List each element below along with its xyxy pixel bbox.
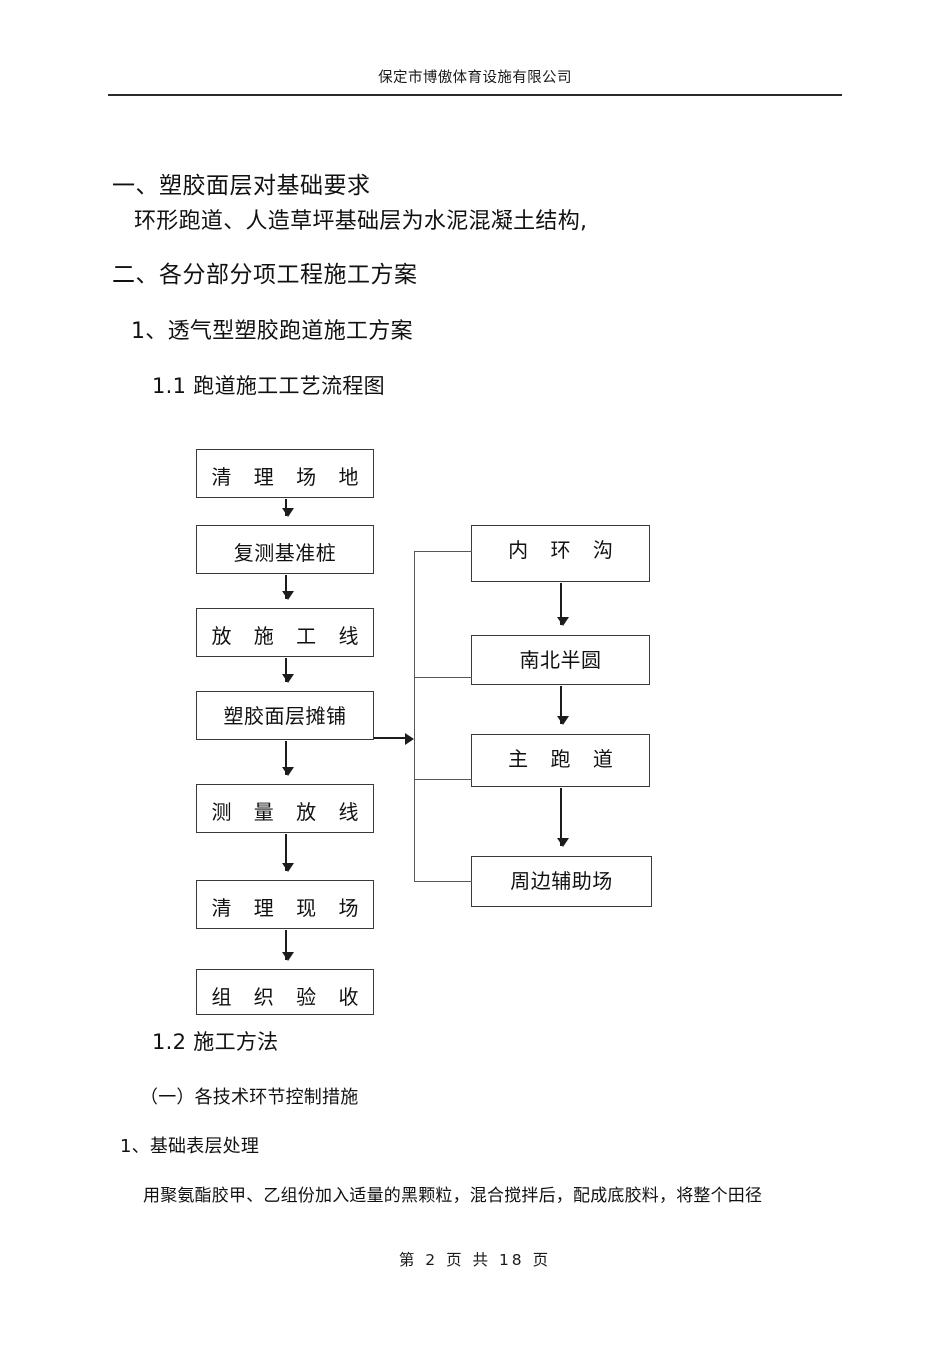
flow-node-label: 清 理 场 地 bbox=[211, 465, 367, 489]
flow-arrow-branch-down-1 bbox=[556, 583, 569, 626]
flow-node-label: 南北半圆 bbox=[519, 648, 602, 672]
heading-sub-1-1: 1.1 跑道施工工艺流程图 bbox=[152, 374, 385, 398]
flow-arrow-down-5 bbox=[281, 834, 294, 872]
heading-item-yi: （一）各技术环节控制措施 bbox=[140, 1087, 359, 1108]
flow-bracket-arm-4 bbox=[414, 881, 472, 882]
heading-sub-1: 1、透气型塑胶跑道施工方案 bbox=[131, 319, 413, 344]
flow-arrow-down-2 bbox=[281, 575, 294, 600]
flow-node-label: 清 理 现 场 bbox=[211, 896, 367, 920]
flow-node-fang-shi-gong-xian[interactable]: 放 施 工 线 bbox=[196, 608, 374, 657]
heading-section-1: 一、塑胶面层对基础要求 bbox=[112, 173, 371, 199]
paragraph-body-1: 用聚氨酯胶甲、乙组份加入适量的黑颗粒，混合搅拌后，配成底胶料，将整个田径 bbox=[143, 1186, 763, 1206]
flow-node-su-jiao-mian-ceng-tan-pu[interactable]: 塑胶面层摊铺 bbox=[196, 691, 374, 740]
flow-arrow-down-3 bbox=[281, 658, 294, 683]
flow-bracket-stem bbox=[414, 551, 415, 881]
paragraph-section-1-line: 环形跑道、人造草坪基础层为水泥混凝土结构, bbox=[134, 209, 588, 234]
heading-item-1: 1、基础表层处理 bbox=[120, 1136, 260, 1157]
flow-node-label: 放 施 工 线 bbox=[211, 624, 367, 648]
flow-node-zhou-bian-fu-zhu-chang[interactable]: 周边辅助场 bbox=[471, 856, 652, 907]
flow-node-label: 内 环 沟 bbox=[508, 538, 621, 562]
flow-arrow-down-4 bbox=[281, 741, 294, 776]
flow-arrow-branch-down-2 bbox=[556, 686, 569, 725]
flow-bracket-arm-2 bbox=[414, 677, 472, 678]
flow-node-label: 周边辅助场 bbox=[510, 869, 613, 893]
flow-arrow-down-1 bbox=[281, 499, 294, 517]
flow-node-zu-zhi-yan-shou[interactable]: 组 织 验 收 bbox=[196, 969, 374, 1015]
flow-arrow-down-6 bbox=[281, 930, 294, 961]
flow-node-zhu-pao-dao[interactable]: 主 跑 道 bbox=[471, 734, 650, 787]
heading-section-2: 二、各分部分项工程施工方案 bbox=[112, 262, 418, 288]
flow-bracket-arm-3 bbox=[414, 779, 472, 780]
flow-node-qing-li-chang-di[interactable]: 清 理 场 地 bbox=[196, 449, 374, 498]
header-divider bbox=[108, 94, 842, 96]
flow-arrow-right-to-bracket bbox=[374, 732, 414, 745]
flow-node-qing-li-xian-chang[interactable]: 清 理 现 场 bbox=[196, 880, 374, 929]
flow-node-label: 主 跑 道 bbox=[508, 747, 621, 771]
heading-sub-1-2: 1.2 施工方法 bbox=[152, 1030, 279, 1054]
flow-node-label: 塑胶面层摊铺 bbox=[223, 704, 347, 728]
flow-node-ce-liang-fang-xian[interactable]: 测 量 放 线 bbox=[196, 784, 374, 833]
flow-node-nei-huan-gou[interactable]: 内 环 沟 bbox=[471, 525, 650, 582]
page-footer: 第 2 页 共 18 页 bbox=[398, 1251, 552, 1269]
flow-node-label: 复测基准桩 bbox=[233, 541, 337, 565]
flow-bracket-arm-1 bbox=[414, 551, 472, 552]
flow-node-label: 组 织 验 收 bbox=[211, 985, 367, 1009]
flow-arrow-branch-down-3 bbox=[556, 788, 569, 847]
flow-node-nan-bei-ban-yuan[interactable]: 南北半圆 bbox=[471, 635, 650, 685]
flow-node-label: 测 量 放 线 bbox=[211, 800, 367, 824]
page-header-company: 保定市博傲体育设施有限公司 bbox=[378, 70, 572, 86]
flow-node-fu-ce-ji-zhun-zhuang[interactable]: 复测基准桩 bbox=[196, 525, 374, 574]
